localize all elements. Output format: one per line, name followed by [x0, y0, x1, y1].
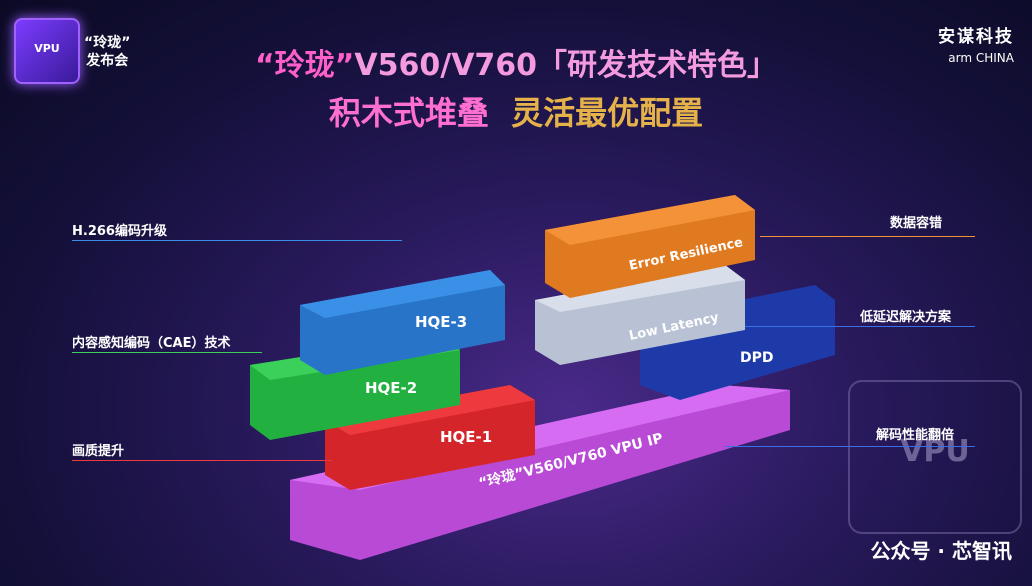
- label-h266: H.266编码升级: [72, 220, 167, 239]
- connector-latency: [745, 326, 975, 327]
- connector-quality: [72, 460, 332, 461]
- hqe1-label: HQE-1: [440, 428, 492, 446]
- connector-resilience: [760, 236, 975, 237]
- label-resilience: 数据容错: [890, 212, 942, 231]
- label-decode: 解码性能翻倍: [876, 424, 954, 443]
- label-quality: 画质提升: [72, 440, 124, 459]
- hqe2-label: HQE-2: [365, 379, 417, 397]
- connector-decode: [725, 446, 975, 447]
- connector-h266: [72, 240, 402, 241]
- dpd-label: DPD: [740, 350, 774, 366]
- label-latency: 低延迟解决方案: [860, 306, 951, 325]
- watermark: 公众号 · 芯智讯: [870, 535, 1012, 564]
- label-cae: 内容感知编码（CAE）技术: [72, 332, 230, 351]
- hqe3-label: HQE-3: [415, 313, 467, 331]
- connector-cae: [72, 352, 262, 353]
